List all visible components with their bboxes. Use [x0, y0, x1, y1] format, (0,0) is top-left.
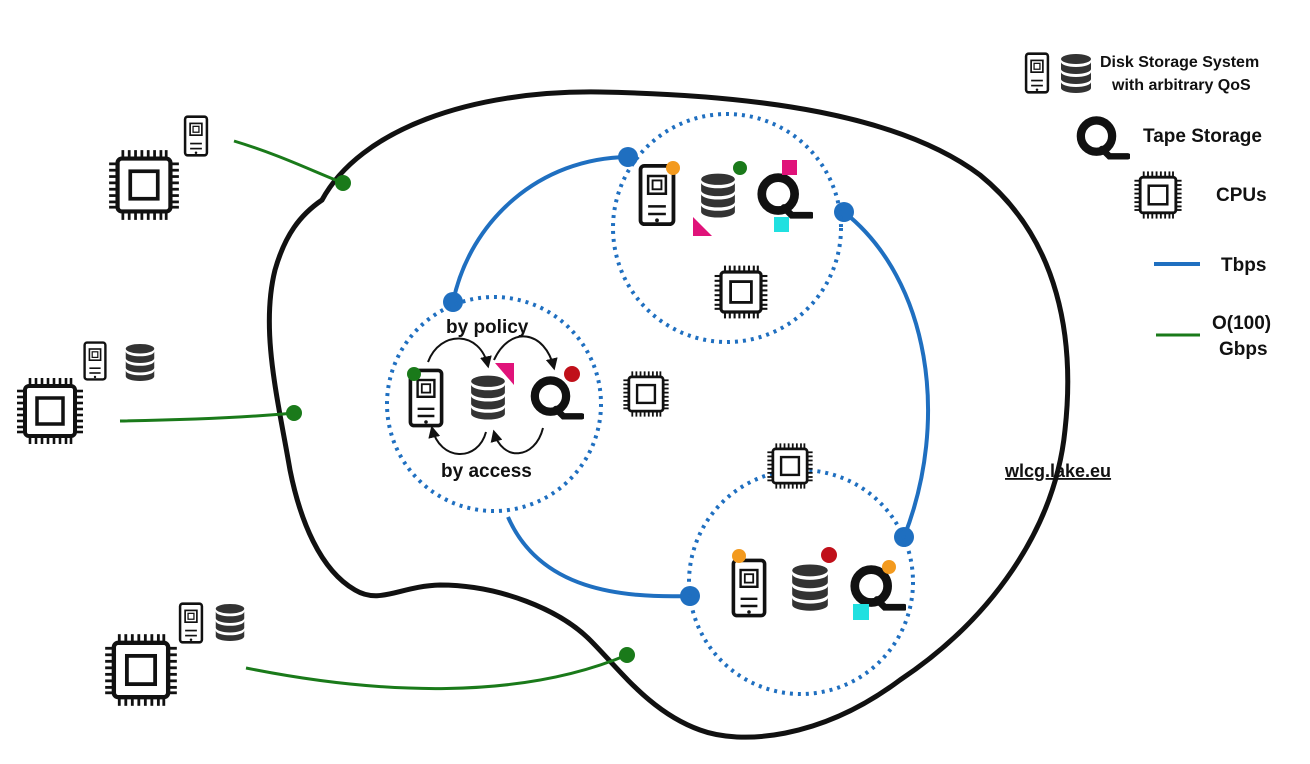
legend-gbps-label-line1: O(100) [1212, 313, 1271, 334]
qos-marker-magenta-triangle [693, 217, 712, 236]
legend-disk-label-line1: Disk Storage System [1100, 54, 1259, 71]
disk-server-icon [183, 115, 209, 157]
database-icon [125, 343, 155, 381]
tbps-link-bottom [506, 516, 691, 599]
site-circle-top [611, 112, 843, 344]
by-access-label: by access [441, 461, 532, 482]
qos-marker-magenta [782, 160, 797, 175]
legend-gbps-label-line2: Gbps [1219, 339, 1268, 360]
cpu-icon [15, 376, 85, 446]
database-icon [792, 564, 828, 611]
qos-marker-orange [666, 161, 680, 175]
disk-server-icon [83, 341, 107, 381]
cpu-icon [766, 442, 814, 490]
legend-tape-icon [1081, 120, 1128, 156]
tape-icon [855, 570, 904, 608]
gbps-endpoints [286, 175, 635, 663]
legend-database-icon [1061, 54, 1091, 93]
by-policy-label: by policy [446, 317, 529, 338]
data-flow-arrows [427, 335, 558, 455]
cpu-icon [713, 264, 769, 320]
legend-cpu-icon [1133, 170, 1183, 220]
database-icon [215, 603, 245, 641]
database-icon [471, 375, 505, 420]
gbps-link-middle [119, 411, 295, 423]
disk-server-icon [638, 163, 676, 227]
gbps-link-bottom [245, 653, 628, 691]
legend-disk-server-icon [1024, 52, 1050, 94]
legend: Disk Storage System with arbitrary QoS T… [1024, 52, 1271, 360]
qos-marker-orange [882, 560, 896, 574]
qos-marker-red [821, 547, 837, 563]
disk-server-icon [731, 558, 767, 618]
legend-disk-label-line2: with arbitrary QoS [1111, 77, 1251, 94]
lake-url: wlcg.lake.eu [1004, 461, 1111, 481]
database-icon [701, 173, 735, 218]
lake-boundary [266, 89, 1071, 740]
site-circles [385, 112, 915, 696]
policy-arrow-disk-to-db [427, 337, 492, 369]
site-circle-left [385, 295, 603, 513]
cpu-icon [109, 150, 179, 220]
tbps-link-left-top [451, 155, 629, 303]
qos-marker-red [564, 366, 580, 382]
tbps-links [451, 155, 931, 599]
tbps-link-right [842, 210, 931, 538]
tape-icon [762, 178, 811, 216]
site-circle-bottom [687, 468, 915, 696]
qos-marker-green [407, 367, 421, 381]
tape-icon [535, 380, 582, 416]
legend-tape-label: Tape Storage [1143, 126, 1262, 147]
qos-marker-magenta-triangle [495, 363, 514, 385]
gbps-link-top [233, 139, 344, 185]
cpu-icon [622, 370, 670, 418]
gbps-links [119, 139, 628, 691]
qos-marker-green [733, 161, 747, 175]
access-arrow-db-to-disk [428, 425, 487, 455]
qos-marker-cyan [774, 217, 789, 232]
cpu-icon [105, 634, 177, 706]
access-arrow-tape-to-db [490, 427, 544, 455]
qos-marker-cyan [853, 604, 869, 620]
legend-tbps-label: Tbps [1221, 255, 1266, 276]
legend-cpu-label: CPUs [1216, 185, 1267, 206]
qos-marker-orange [732, 549, 746, 563]
policy-arrow-db-to-tape [493, 335, 558, 371]
disk-server-icon [178, 602, 204, 644]
